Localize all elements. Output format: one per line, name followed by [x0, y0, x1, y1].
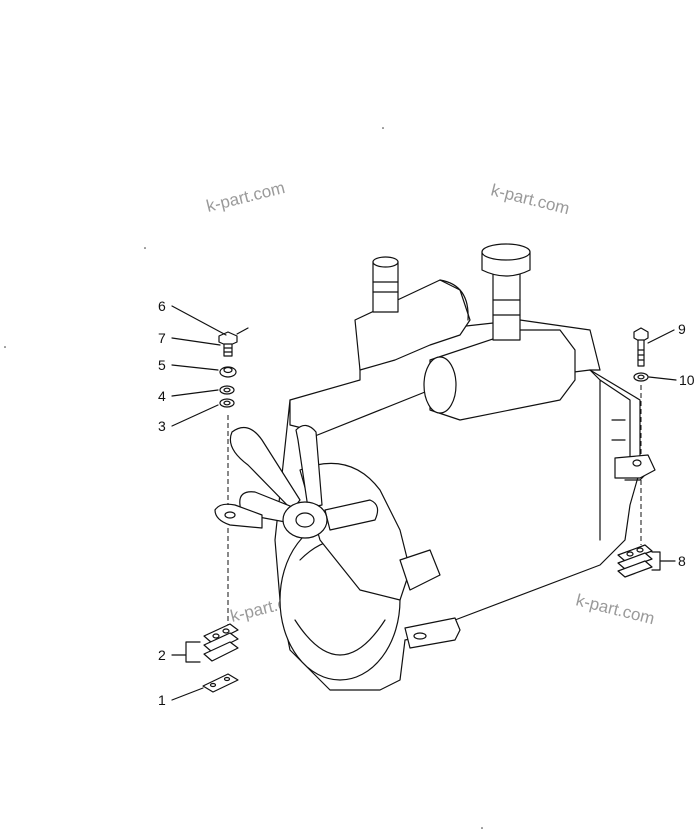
watermark-top-right: k-part.com — [489, 180, 572, 218]
callout-9: 9 — [678, 321, 686, 337]
leader-6 — [171, 305, 227, 336]
air-cleaner-end — [423, 356, 457, 414]
leader-5 — [171, 364, 219, 371]
callout-6: 6 — [158, 298, 166, 314]
intake-pipe — [492, 269, 521, 341]
callout-8: 8 — [678, 553, 686, 569]
fan-hub — [282, 501, 328, 539]
right-mount-stack — [617, 327, 653, 578]
engine-assembly — [214, 243, 656, 691]
fan-blade-4 — [324, 499, 379, 531]
scan-specks — [4, 127, 483, 829]
exhaust-pipe-left — [372, 261, 399, 313]
left-plate — [202, 673, 239, 693]
callout-numbers: 6 7 5 4 3 2 1 9 10 8 — [158, 298, 695, 708]
cylinder-head — [354, 279, 471, 371]
left-mount-bolt — [218, 331, 238, 357]
alternator — [399, 549, 441, 591]
callout-4: 4 — [158, 388, 166, 404]
watermark-bottom-right: k-part.com — [574, 590, 657, 628]
callout-2: 2 — [158, 647, 166, 663]
left-mount-lock-washer — [219, 398, 235, 408]
leader-9 — [647, 329, 675, 344]
leader-1 — [171, 687, 204, 701]
front-mount-foot-right — [614, 454, 656, 479]
left-mount-washer — [219, 385, 235, 395]
leader-3 — [171, 404, 219, 427]
callout-10: 10 — [679, 372, 695, 388]
left-mount-stack — [202, 331, 239, 693]
callout-5: 5 — [158, 357, 166, 373]
leader-4 — [171, 389, 219, 397]
leader-7 — [171, 337, 221, 346]
engine-top-outline — [289, 319, 601, 401]
right-mount-bolt — [633, 327, 649, 367]
right-shims — [617, 544, 653, 578]
leader-8 — [651, 551, 676, 571]
callout-7: 7 — [158, 330, 166, 346]
leader-2 — [171, 641, 201, 663]
left-shims — [203, 623, 239, 662]
right-mount-washer — [633, 372, 649, 382]
watermark-top-left: k-part.com — [204, 178, 287, 216]
callout-1: 1 — [158, 692, 166, 708]
leader-lines — [171, 305, 677, 701]
front-mount-foot-left — [214, 503, 263, 529]
rear-mount-bracket — [404, 617, 461, 649]
left-mount-nut — [219, 366, 237, 378]
callout-3: 3 — [158, 418, 166, 434]
leader-10 — [648, 376, 677, 381]
